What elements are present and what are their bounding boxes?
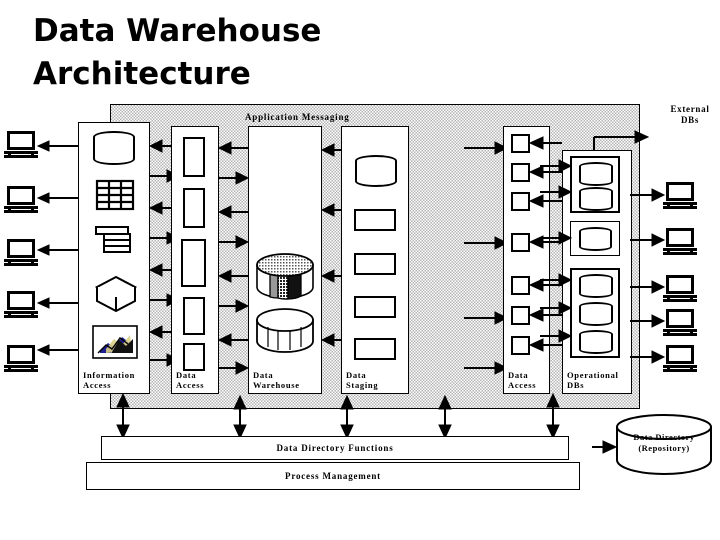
database-cylinder-icon	[579, 162, 613, 186]
database-cylinder-icon	[93, 131, 135, 165]
database-cylinder-icon	[579, 227, 612, 251]
horizontal-rect	[354, 253, 396, 275]
laptop-icon	[4, 131, 38, 159]
laptop-icon	[663, 345, 697, 373]
panel-label-line-1: Data	[508, 369, 529, 380]
data-directory-functions-label: Data Directory Functions	[276, 443, 394, 453]
page-title: Data Warehouse Architecture	[33, 10, 463, 96]
database-cylinder-icon	[579, 330, 613, 354]
database-cylinder-icon	[579, 187, 613, 211]
vertical-rect	[183, 297, 205, 335]
arrow-to-repository	[592, 440, 618, 454]
vertical-rect	[183, 188, 205, 228]
database-cylinder-icon	[355, 155, 397, 187]
table-grid-icon	[95, 179, 135, 211]
db-group-2	[570, 156, 620, 213]
title-line-1: Data Warehouse	[33, 13, 322, 49]
arrows-data-warehouse-to-data-staging	[320, 143, 342, 347]
arrow-to-external-dbs	[593, 130, 650, 150]
data-directory-repository-cylinder	[616, 414, 712, 475]
horizontal-rect	[354, 296, 396, 318]
db-group-3	[570, 268, 620, 358]
horizontal-rect	[354, 209, 396, 231]
repository-line-2: (Repository)	[638, 443, 690, 454]
square	[511, 163, 530, 182]
laptop-icon	[4, 291, 38, 319]
database-cylinder-icon	[579, 302, 613, 326]
cube-icon	[94, 275, 138, 313]
title-line-2: Architecture	[33, 55, 251, 92]
segmented-cylinder-icon	[256, 308, 314, 353]
data-directory-repository-label: Data Directory (Repository)	[614, 432, 714, 455]
panel-label-line-2: Access	[176, 379, 205, 390]
arrows-data-access-left-to-data-warehouse	[217, 141, 250, 375]
panel-label-line-2: Access	[83, 379, 112, 390]
square	[511, 192, 530, 211]
panel-label-line-2: DBs	[567, 379, 585, 390]
database-cylinder-icon	[579, 274, 613, 298]
laptop-icon	[663, 309, 697, 337]
panel-label-data-staging: Data Staging	[346, 370, 406, 390]
laptop-icon	[663, 275, 697, 303]
square	[511, 276, 530, 295]
panel-label-line-2: Staging	[346, 379, 379, 390]
panel-label-data-access-left: Data Access	[176, 370, 216, 390]
square	[511, 336, 530, 355]
vertical-rect	[183, 343, 205, 371]
panel-label-line-1: Operational	[567, 369, 619, 380]
arrows-into-operational-dbs	[540, 159, 573, 343]
panel-label-line-2: Warehouse	[253, 379, 300, 390]
repository-line-1: Data Directory	[633, 432, 695, 442]
panel-label-line-1: Data	[253, 369, 274, 380]
process-management-label: Process Management	[285, 471, 381, 481]
square	[511, 306, 530, 325]
chart-thumbnail-icon	[92, 325, 138, 359]
laptop-icon	[663, 228, 697, 256]
application-messaging-label: Application Messaging	[245, 112, 350, 122]
vertical-rect	[181, 239, 206, 287]
panel-label-line-1: Data	[176, 369, 197, 380]
laptop-icon	[4, 345, 38, 373]
data-directory-functions-bar: Data Directory Functions	[101, 436, 569, 460]
arrows-clients-to-information-access	[36, 140, 80, 356]
arrows-messaging-to-data-access-right	[528, 136, 562, 352]
panel-label-line-1: Data	[346, 369, 367, 380]
square	[511, 233, 530, 252]
process-management-bar: Process Management	[86, 462, 580, 490]
panel-label-data-warehouse: Data Warehouse	[253, 370, 319, 390]
shaded-cylinder-icon	[256, 253, 314, 300]
laptop-icon	[4, 186, 38, 214]
arrows-columns-to-data-directory	[116, 392, 560, 440]
bar-chart-icon	[95, 226, 131, 253]
laptop-icon	[4, 239, 38, 267]
horizontal-rect	[354, 338, 396, 360]
panel-information-access: Information Access	[78, 122, 150, 394]
laptop-icon	[663, 182, 697, 210]
vertical-rect	[183, 137, 205, 177]
panel-label-information-access: Information Access	[83, 370, 147, 390]
arrows-data-staging-to-operational	[464, 141, 509, 375]
arrows-operational-dbs-to-clients	[630, 188, 666, 364]
panel-label-line-2: Access	[508, 379, 537, 390]
panel-label-data-access-right: Data Access	[508, 370, 547, 390]
square	[511, 134, 530, 153]
panel-label-line-1: Information	[83, 369, 136, 380]
panel-label-operational-dbs: Operational DBs	[567, 370, 629, 390]
db-group-1	[570, 221, 620, 256]
